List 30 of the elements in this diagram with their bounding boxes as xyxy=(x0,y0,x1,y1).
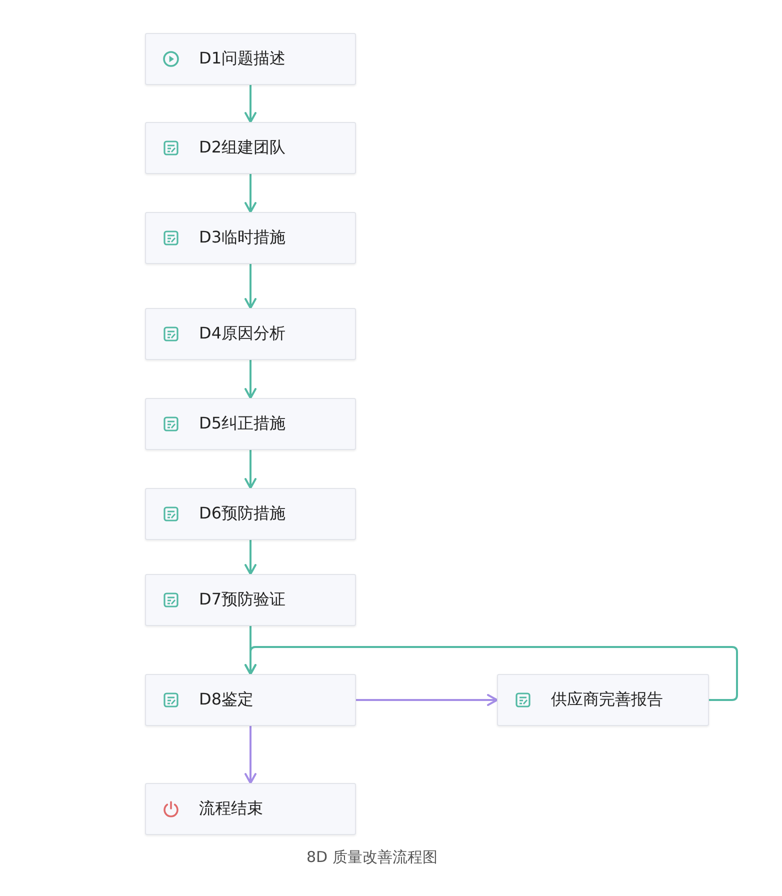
node-label: D4原因分析 xyxy=(199,324,286,344)
process-box xyxy=(145,574,356,626)
node-label: D2组建团队 xyxy=(199,138,286,158)
node-label: 供应商完善报告 xyxy=(551,690,663,710)
node-label: 流程结束 xyxy=(199,798,263,820)
node-label: D5纠正措施 xyxy=(199,414,286,434)
process-box xyxy=(145,398,356,450)
arrow xyxy=(244,85,256,123)
node-label: D8鉴定 xyxy=(199,690,254,710)
process-box xyxy=(145,33,356,85)
process-box xyxy=(145,488,356,540)
process-box xyxy=(145,674,356,726)
arrow xyxy=(244,726,256,784)
arrow xyxy=(244,646,738,701)
process-box xyxy=(497,674,709,726)
arrow xyxy=(244,264,256,309)
arrow xyxy=(244,174,256,213)
process-box xyxy=(145,122,356,174)
arrow xyxy=(244,540,256,575)
node-label: D6预防措施 xyxy=(199,504,286,524)
arrow xyxy=(244,450,256,489)
caption: 8D 质量改善流程图 xyxy=(306,848,438,867)
arrow xyxy=(356,694,498,706)
node-label: D1问题描述 xyxy=(199,48,286,70)
node-label: D3临时措施 xyxy=(199,228,286,248)
process-box xyxy=(145,783,356,835)
process-box xyxy=(145,308,356,360)
node-label: D7预防验证 xyxy=(199,590,286,610)
process-box xyxy=(145,212,356,264)
arrow xyxy=(244,360,256,399)
